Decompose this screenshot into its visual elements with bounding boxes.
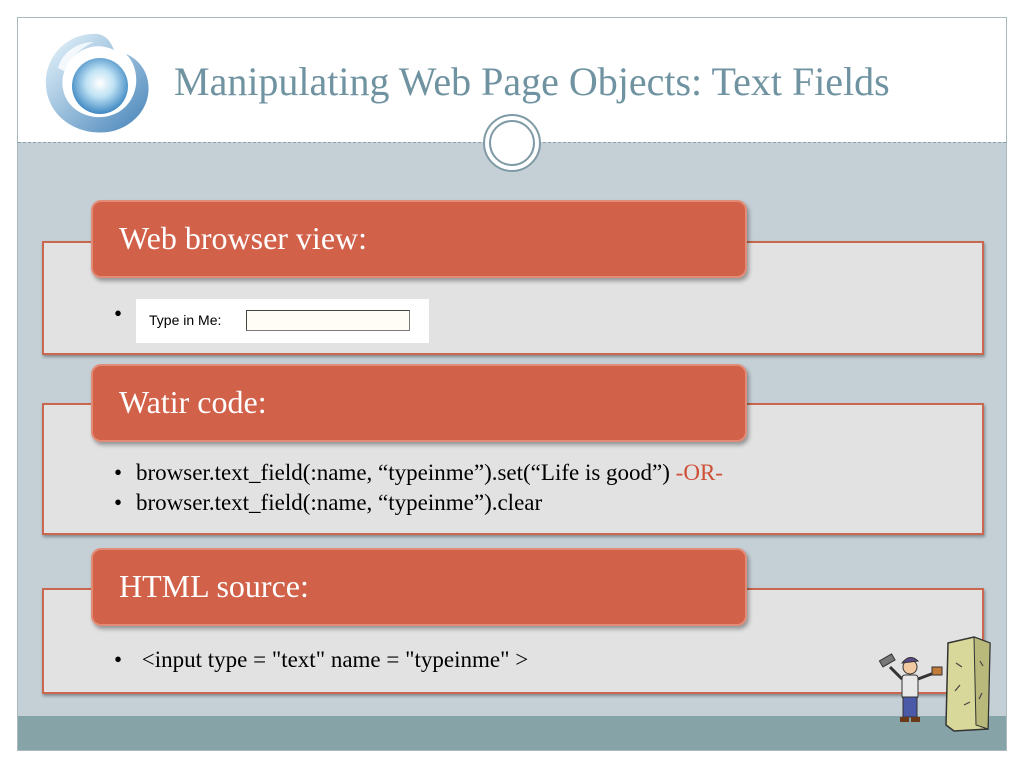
- header-browser-view: Web browser view:: [91, 200, 747, 278]
- footer-bar: [18, 716, 1006, 750]
- header-browser-view-label: Web browser view:: [119, 220, 368, 256]
- bullet-marker: •: [114, 460, 123, 485]
- html-source-text: <input type = "text" name = "typeinme" >: [136, 647, 529, 672]
- slide-frame: Manipulating Web Page Objects: Text Fiel…: [17, 17, 1007, 751]
- header-watir-code-label: Watir code:: [119, 384, 267, 420]
- code-line-set-text: browser.text_field(:name, “typeinme”).se…: [136, 460, 676, 485]
- or-label: -OR-: [675, 460, 723, 485]
- bullet-marker: •: [114, 490, 123, 515]
- html-source-line: • <input type = "text" name = "typeinme"…: [114, 647, 528, 673]
- bullet-marker: •: [114, 301, 123, 326]
- type-in-me-input[interactable]: [246, 310, 410, 331]
- header-watir-code: Watir code:: [91, 364, 747, 442]
- divider-circle-ornament: [483, 114, 541, 172]
- stonemason-clipart-icon: [878, 636, 991, 732]
- text-field-widget-screenshot: Type in Me:: [136, 299, 429, 343]
- text-field-label: Type in Me:: [149, 312, 222, 328]
- header-html-source-label: HTML source:: [119, 568, 309, 604]
- slide-title: Manipulating Web Page Objects: Text Fiel…: [174, 59, 890, 104]
- code-line-set: • browser.text_field(:name, “typeinme”).s…: [114, 460, 723, 486]
- code-line-clear-text: browser.text_field(:name, “typeinme”).cl…: [136, 490, 543, 515]
- bullet-marker: •: [114, 647, 123, 672]
- header-html-source: HTML source:: [91, 548, 747, 626]
- bullet-browser-view: •: [114, 301, 136, 327]
- code-line-clear: • browser.text_field(:name, “typeinme”).c…: [114, 490, 542, 516]
- swirl-logo-icon: [45, 33, 149, 133]
